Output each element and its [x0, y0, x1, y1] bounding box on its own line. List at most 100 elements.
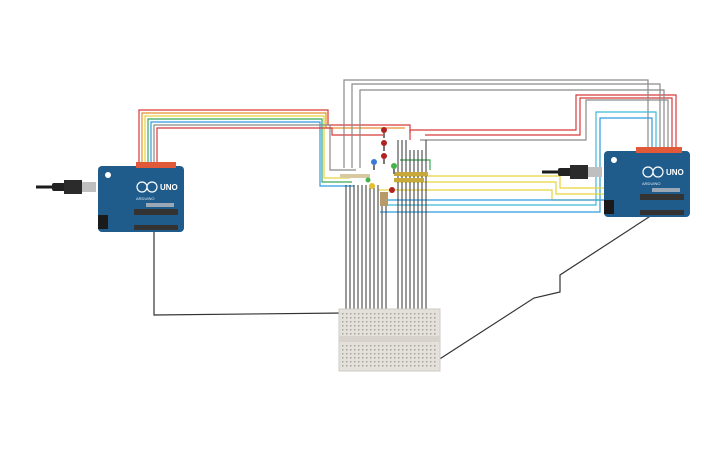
- breadboard-hole[interactable]: [378, 349, 380, 351]
- breadboard-hole[interactable]: [354, 349, 356, 351]
- breadboard-hole[interactable]: [386, 357, 388, 359]
- breadboard-hole[interactable]: [430, 345, 432, 347]
- breadboard-hole[interactable]: [350, 321, 352, 323]
- breadboard-hole[interactable]: [362, 361, 364, 363]
- wire-left-green[interactable]: [147, 118, 352, 183]
- breadboard-hole[interactable]: [390, 353, 392, 355]
- breadboard-hole[interactable]: [418, 313, 420, 315]
- breadboard-hole[interactable]: [366, 349, 368, 351]
- breadboard-hole[interactable]: [390, 361, 392, 363]
- breadboard-hole[interactable]: [382, 325, 384, 327]
- breadboard-hole[interactable]: [402, 353, 404, 355]
- breadboard-hole[interactable]: [422, 321, 424, 323]
- breadboard-hole[interactable]: [362, 333, 364, 335]
- breadboard-hole[interactable]: [390, 317, 392, 319]
- breadboard-hole[interactable]: [434, 325, 436, 327]
- breadboard-hole[interactable]: [434, 329, 436, 331]
- breadboard-hole[interactable]: [406, 353, 408, 355]
- breadboard-hole[interactable]: [402, 361, 404, 363]
- breadboard-hole[interactable]: [342, 321, 344, 323]
- breadboard-hole[interactable]: [414, 329, 416, 331]
- breadboard-hole[interactable]: [378, 329, 380, 331]
- red-led-icon[interactable]: [389, 187, 395, 193]
- breadboard-hole[interactable]: [370, 321, 372, 323]
- breadboard-hole[interactable]: [402, 325, 404, 327]
- breadboard-hole[interactable]: [354, 329, 356, 331]
- green-led-icon[interactable]: [391, 163, 397, 174]
- breadboard-hole[interactable]: [386, 365, 388, 367]
- breadboard-hole[interactable]: [394, 357, 396, 359]
- breadboard-hole[interactable]: [362, 365, 364, 367]
- wire-right-cyan[interactable]: [384, 111, 657, 206]
- breadboard-hole[interactable]: [406, 357, 408, 359]
- breadboard-hole[interactable]: [422, 365, 424, 367]
- breadboard-hole[interactable]: [410, 353, 412, 355]
- breadboard-hole[interactable]: [394, 313, 396, 315]
- breadboard-hole[interactable]: [390, 365, 392, 367]
- breadboard-hole[interactable]: [422, 357, 424, 359]
- breadboard-hole[interactable]: [410, 321, 412, 323]
- breadboard-hole[interactable]: [390, 357, 392, 359]
- breadboard-hole[interactable]: [374, 365, 376, 367]
- wire-right-red[interactable]: [409, 94, 677, 148]
- red-led-icon[interactable]: [381, 127, 387, 138]
- breadboard-hole[interactable]: [354, 313, 356, 315]
- breadboard-hole[interactable]: [358, 345, 360, 347]
- breadboard-hole[interactable]: [366, 365, 368, 367]
- breadboard-hole[interactable]: [418, 365, 420, 367]
- breadboard-hole[interactable]: [410, 357, 412, 359]
- breadboard-hole[interactable]: [410, 329, 412, 331]
- breadboard-hole[interactable]: [374, 353, 376, 355]
- breadboard-hole[interactable]: [362, 349, 364, 351]
- breadboard-hole[interactable]: [398, 325, 400, 327]
- breadboard-hole[interactable]: [426, 345, 428, 347]
- breadboard-hole[interactable]: [378, 357, 380, 359]
- breadboard-hole[interactable]: [410, 325, 412, 327]
- breadboard-hole[interactable]: [374, 325, 376, 327]
- breadboard-hole[interactable]: [382, 361, 384, 363]
- breadboard-hole[interactable]: [406, 325, 408, 327]
- breadboard-hole[interactable]: [350, 325, 352, 327]
- breadboard-hole[interactable]: [398, 353, 400, 355]
- breadboard-hole[interactable]: [350, 361, 352, 363]
- breadboard-hole[interactable]: [402, 313, 404, 315]
- red-led-icon[interactable]: [381, 153, 387, 164]
- breadboard-hole[interactable]: [342, 357, 344, 359]
- breadboard-hole[interactable]: [358, 313, 360, 315]
- breadboard-hole[interactable]: [366, 333, 368, 335]
- breadboard-hole[interactable]: [434, 333, 436, 335]
- arduino-uno-right[interactable]: UNO ARDUINO: [542, 147, 690, 217]
- breadboard-hole[interactable]: [402, 329, 404, 331]
- wire-right-gray3[interactable]: [351, 83, 661, 168]
- breadboard-hole[interactable]: [354, 317, 356, 319]
- breadboard-hole[interactable]: [398, 313, 400, 315]
- breadboard-hole[interactable]: [402, 349, 404, 351]
- breadboard-hole[interactable]: [358, 325, 360, 327]
- breadboard-hole[interactable]: [406, 313, 408, 315]
- breadboard-hole[interactable]: [430, 329, 432, 331]
- breadboard-hole[interactable]: [414, 349, 416, 351]
- breadboard-hole[interactable]: [430, 349, 432, 351]
- wire-left-gray[interactable]: [153, 124, 356, 171]
- reset-button[interactable]: [105, 172, 111, 178]
- wire-left-red2[interactable]: [156, 127, 384, 163]
- breadboard-hole[interactable]: [358, 353, 360, 355]
- breadboard-hole[interactable]: [374, 329, 376, 331]
- breadboard-hole[interactable]: [418, 345, 420, 347]
- breadboard-hole[interactable]: [342, 365, 344, 367]
- breadboard-hole[interactable]: [346, 325, 348, 327]
- breadboard-hole[interactable]: [410, 365, 412, 367]
- breadboard-hole[interactable]: [426, 353, 428, 355]
- breadboard-hole[interactable]: [374, 333, 376, 335]
- breadboard-hole[interactable]: [346, 313, 348, 315]
- breadboard-hole[interactable]: [366, 361, 368, 363]
- breadboard-hole[interactable]: [434, 345, 436, 347]
- breadboard-hole[interactable]: [414, 345, 416, 347]
- breadboard-hole[interactable]: [410, 349, 412, 351]
- breadboard-hole[interactable]: [370, 353, 372, 355]
- breadboard-hole[interactable]: [378, 365, 380, 367]
- resistor-icon[interactable]: [394, 172, 428, 176]
- breadboard-hole[interactable]: [398, 329, 400, 331]
- breadboard-hole[interactable]: [386, 321, 388, 323]
